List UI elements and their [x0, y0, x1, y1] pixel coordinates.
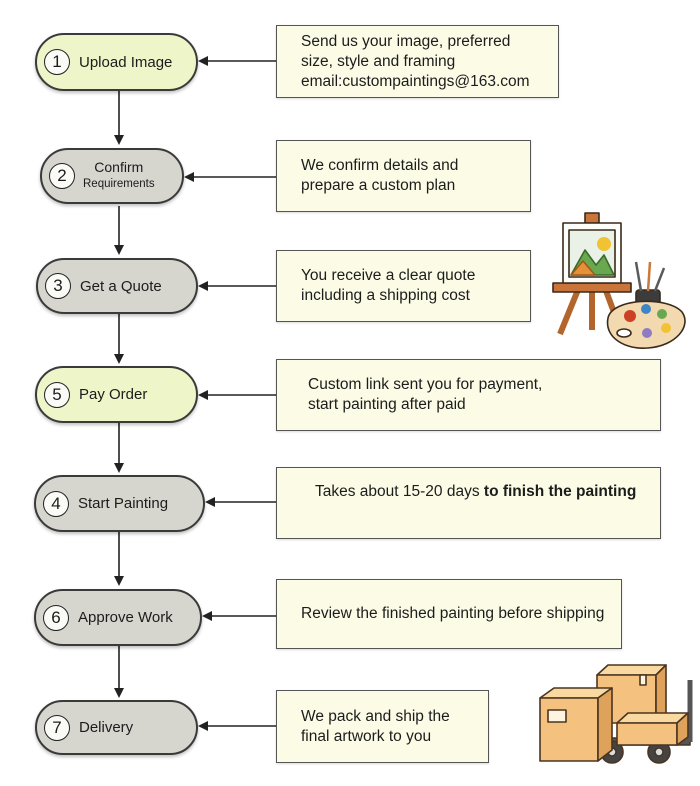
description-line: We confirm details and [301, 157, 459, 174]
step-start-painting: 4 Start Painting [34, 475, 205, 532]
description-line: Review the finished painting before ship… [301, 605, 605, 622]
step-delivery: 7 Delivery [35, 700, 198, 755]
step-sublabel: Requirements [83, 178, 155, 190]
description-line: start painting after paid [308, 396, 466, 413]
description-line: email:custompaintings@163.com [301, 72, 530, 90]
description-pay-order: Custom link sent you for payment, start … [276, 359, 661, 431]
step-number: 5 [44, 381, 70, 408]
description-line: prepare a custom plan [301, 177, 456, 194]
step-approve-work: 6 Approve Work [34, 589, 202, 646]
description-start-painting: Takes about 15-20 days to finish the pai… [276, 467, 661, 539]
description-line: size, style and framing [301, 52, 456, 70]
step-pay-order: 5 Pay Order [35, 366, 198, 423]
step-number: 6 [43, 604, 69, 631]
step-label: Approve Work [78, 609, 173, 626]
step-number: 2 [49, 163, 75, 189]
step-label: Delivery [79, 719, 134, 736]
step-get-a-quote: 3 Get a Quote [36, 258, 198, 314]
step-number: 3 [45, 273, 71, 299]
description-approve: Review the finished painting before ship… [276, 579, 622, 649]
step-label: Confirm [94, 159, 144, 175]
step-number: 4 [43, 490, 69, 517]
step-label: Start Painting [78, 495, 169, 512]
description-line: including a shipping cost [301, 287, 470, 304]
step-label: Pay Order [79, 386, 148, 403]
description-line: Custom link sent you for payment, [308, 376, 543, 393]
description-line: You receive a clear quote [301, 267, 476, 284]
description-line: Send us your image, preferred [301, 32, 511, 50]
step-label: Get a Quote [80, 277, 162, 295]
description-confirm: We confirm details and prepare a custom … [276, 140, 531, 212]
description-delivery: We pack and ship the final artwork to yo… [276, 690, 489, 763]
step-label: Upload Image [79, 53, 173, 71]
step-number: 7 [44, 714, 70, 741]
description-quote: You receive a clear quote including a sh… [276, 250, 531, 322]
description-text: Takes about 15-20 days [315, 483, 480, 500]
description-upload-image: Send us your image, preferred size, styl… [276, 25, 559, 98]
step-number: 1 [44, 49, 70, 75]
step-upload-image: 1 Upload Image [35, 33, 198, 91]
description-line: We pack and ship the [301, 707, 450, 725]
description-line: final artwork to you [301, 727, 432, 745]
description-bold-text: to finish the painting [483, 483, 637, 500]
step-confirm-requirements: 2 Confirm Requirements [40, 148, 184, 204]
